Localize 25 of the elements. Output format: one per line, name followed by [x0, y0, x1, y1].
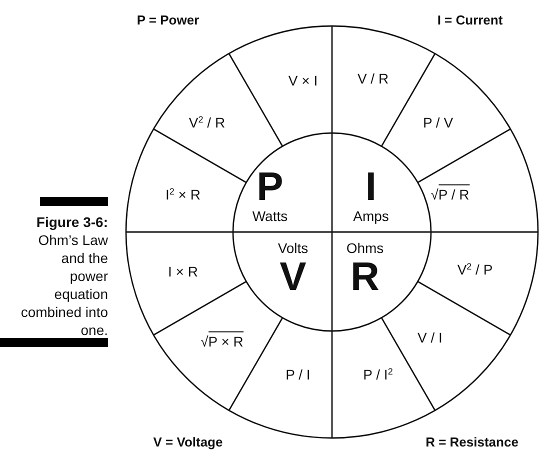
formula: I × R: [168, 264, 198, 280]
formula: √P / R: [430, 187, 470, 203]
figure-caption: Figure 3-6: Ohm’s Law and the power equation combined into one.: [20, 213, 108, 339]
formula: V / I: [418, 330, 442, 346]
formula: P / I: [286, 367, 310, 383]
formula: P / V: [422, 115, 454, 131]
quantity-legend: R = Resistance: [426, 434, 518, 450]
formula: V$^{2}$ / P: [457, 262, 493, 278]
formula: I$^{2}$ × R: [166, 187, 200, 203]
quantity-legend: P = Power: [136, 12, 200, 28]
quantity-legend: V = Voltage: [153, 434, 223, 450]
formula: P / I$^{2}$: [363, 367, 393, 383]
quantity-symbol: P: [256, 166, 284, 207]
unit-name: Watts: [252, 206, 288, 226]
quantity-symbol: V: [280, 257, 306, 298]
formula: √P × R: [200, 334, 244, 350]
quantity-legend: I = Current: [437, 12, 503, 28]
formula: V × I: [288, 73, 318, 89]
formula: V$^{2}$ / R: [188, 115, 226, 131]
quantity-symbol: I: [365, 166, 377, 207]
formula: V / R: [357, 71, 389, 87]
unit-name: Volts: [278, 238, 308, 258]
unit-name: Ohms: [346, 238, 384, 258]
quantity-symbol: R: [350, 257, 380, 298]
unit-name: Amps: [353, 206, 389, 226]
